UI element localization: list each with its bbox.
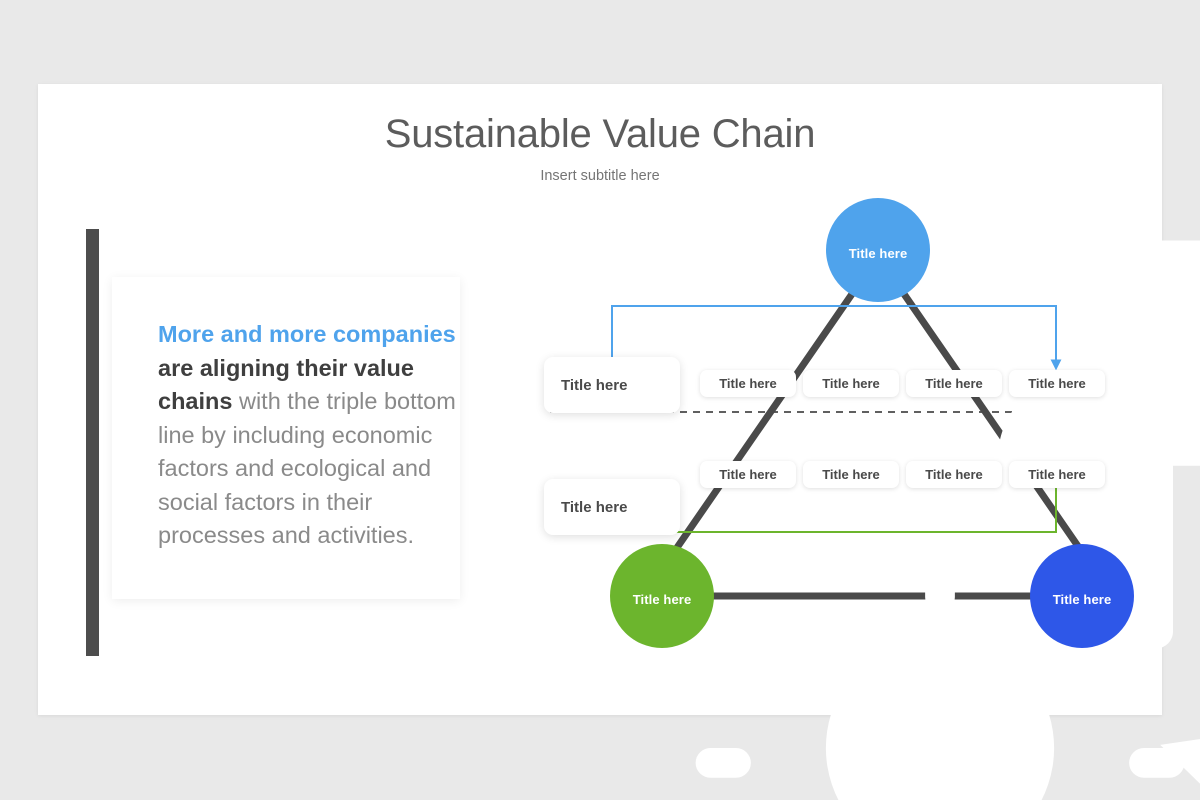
upper-chip-3-label: Title here xyxy=(925,376,983,391)
description-highlight-dark: are aligning their value chains xyxy=(158,354,414,415)
upper-chip-2[interactable]: Title here xyxy=(803,370,899,397)
triangle-edges xyxy=(670,290,1086,600)
page-subtitle: Insert subtitle here xyxy=(540,168,660,184)
node-bottom-left-label: Title here xyxy=(632,592,692,607)
lower-chip-4-label: Title here xyxy=(1028,467,1086,482)
lower-chip-4[interactable]: Title here xyxy=(1009,461,1105,488)
description-body-text: with the triple bottom line by including… xyxy=(158,388,456,548)
page-title: Sustainable Value Chain xyxy=(384,112,816,156)
node-bottom-right[interactable]: Title here xyxy=(1030,544,1200,784)
value-chain-diagram: Title here Title here xyxy=(488,194,1200,800)
triangle-edge-left xyxy=(670,290,856,556)
node-bottom-right-label: Title here xyxy=(1052,592,1112,607)
node-top-label: Title here xyxy=(848,246,908,261)
lower-chip-3-label: Title here xyxy=(925,467,983,482)
upper-summary-card-label: Title here xyxy=(561,376,628,394)
lower-summary-card-label: Title here xyxy=(561,498,628,516)
upper-chip-2-label: Title here xyxy=(822,376,880,391)
lower-chip-1-label: Title here xyxy=(719,467,777,482)
lower-chip-2-label: Title here xyxy=(822,467,880,482)
presentation-slide: Sustainable Value Chain Insert subtitle … xyxy=(38,84,1200,800)
description-card: More and more companies are aligning the… xyxy=(112,277,460,599)
description-paragraph: More and more companies are aligning the… xyxy=(158,318,458,553)
lower-chip-2[interactable]: Title here xyxy=(803,461,899,488)
triangle-edge-right xyxy=(900,290,1086,556)
upper-chip-4-label: Title here xyxy=(1028,376,1086,391)
upper-chip-1[interactable]: Title here xyxy=(700,370,796,397)
upper-chip-4[interactable]: Title here xyxy=(1009,370,1105,397)
node-top[interactable]: Title here xyxy=(826,198,1200,649)
node-bottom-left[interactable]: Title here xyxy=(610,544,1185,800)
blue-connector-path xyxy=(611,305,1062,371)
upper-chip-1-label: Title here xyxy=(719,376,777,391)
lower-summary-card[interactable]: Title here xyxy=(544,479,680,535)
lower-chip-3[interactable]: Title here xyxy=(906,461,1002,488)
upper-chip-3[interactable]: Title here xyxy=(906,370,1002,397)
description-highlight-blue: More and more companies xyxy=(158,321,456,347)
upper-summary-card[interactable]: Title here xyxy=(544,357,680,413)
lower-chip-1[interactable]: Title here xyxy=(700,461,796,488)
left-accent-bar xyxy=(86,229,99,656)
description-card-inner: More and more companies are aligning the… xyxy=(158,318,458,553)
